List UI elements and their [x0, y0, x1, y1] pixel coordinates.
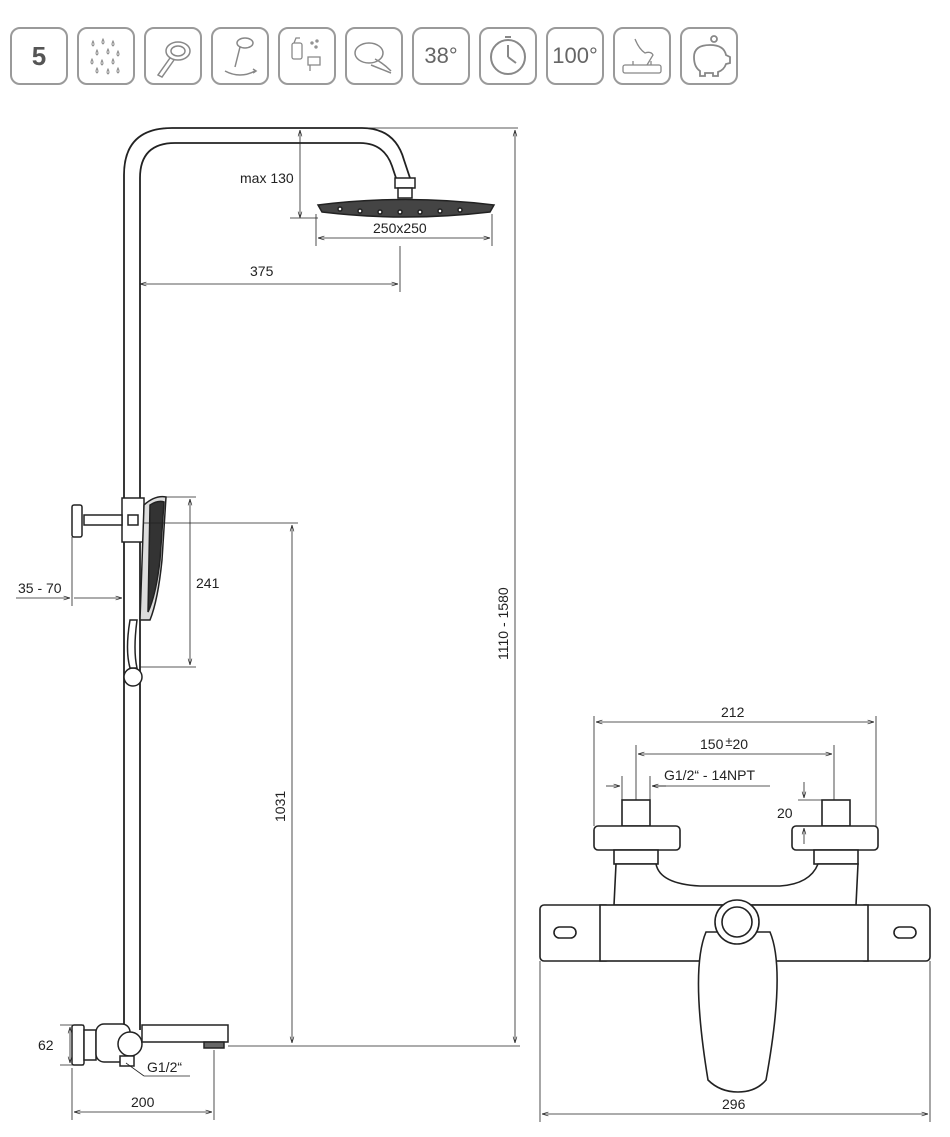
arm-reach-label: 375	[250, 263, 274, 279]
mixer-front-view	[539, 799, 931, 1093]
temperature-38-icon: 38°	[412, 27, 470, 85]
head-size-label: 250x250	[373, 220, 427, 236]
hand-shower-length-label: 241	[196, 575, 220, 591]
feature-icons-bar: 5 38° 100°	[10, 27, 738, 91]
water-saving-piggy-icon	[680, 27, 738, 85]
mixer-side-view	[71, 1023, 229, 1067]
mixer-width-label: 296	[722, 1096, 746, 1112]
mixer-height-label: 62	[38, 1037, 54, 1053]
water-drops-icon	[77, 27, 135, 85]
hand-shower-holder	[71, 495, 167, 687]
connector-thread-label: G1/2“ - 14NPT	[664, 767, 755, 783]
head-shower	[316, 177, 496, 218]
shower-head-clean-icon	[345, 27, 403, 85]
outer-width-label: 212	[721, 704, 745, 720]
wall-distance-label: 35 - 70	[18, 580, 62, 596]
hand-shower-icon	[144, 27, 202, 85]
mixer-depth-label: 200	[131, 1094, 155, 1110]
axis-distance-label: 150±20	[700, 734, 748, 752]
five-functions-icon: 5	[10, 27, 68, 85]
safety-stop-100-icon: 100°	[546, 27, 604, 85]
timer-icon	[479, 27, 537, 85]
max-head-height-label: max 130	[240, 170, 294, 186]
total-height-label: 1110 - 1580	[495, 587, 511, 660]
shower-column	[123, 127, 411, 1030]
cool-touch-icon	[613, 27, 671, 85]
connector-depth-label: 20	[777, 805, 793, 821]
dimension-labels: max 130 250x250 375 35 - 70 241 1110 - 1…	[18, 170, 793, 1112]
dimension-lines	[16, 127, 520, 1120]
easy-clean-icon	[278, 27, 336, 85]
connection-thread-label: G1/2“	[147, 1059, 182, 1075]
holder-height-label: 1031	[272, 791, 288, 822]
swivel-shower-icon	[211, 27, 269, 85]
